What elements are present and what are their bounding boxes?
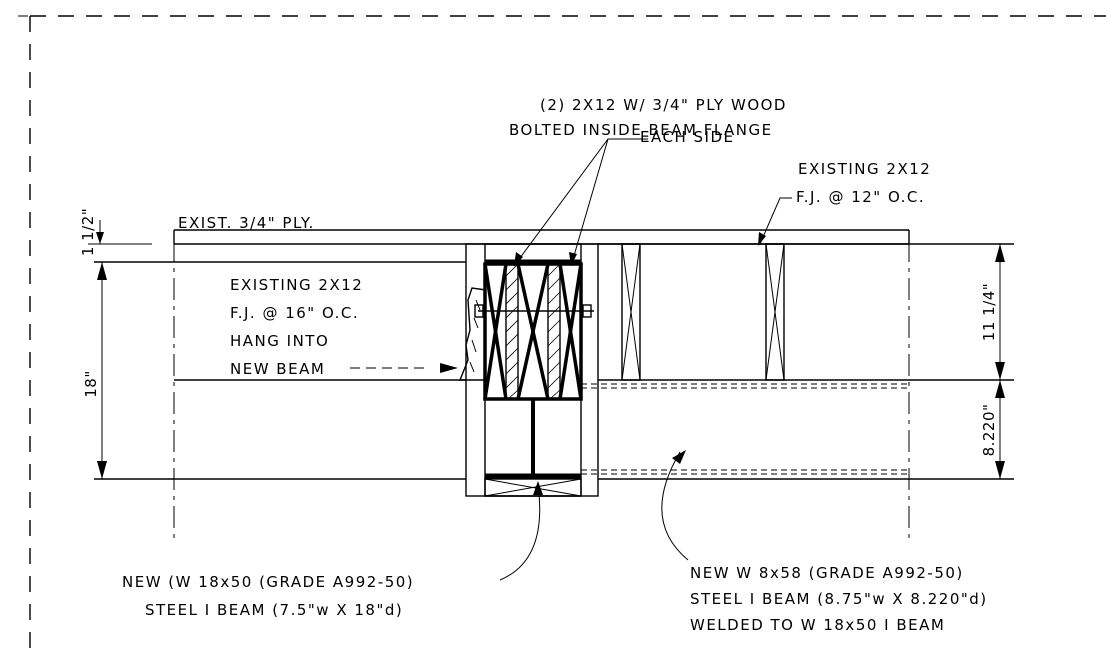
note-w8-l3: WELDED TO W 18x50 I BEAM: [690, 616, 945, 634]
dim-total-depth: 18": [82, 262, 107, 479]
dim-ply-thickness: 1 1/2": [79, 208, 152, 256]
dim-joist-depth-label: 11 1/4": [980, 283, 998, 341]
dim-joist-depth: 11 1/4": [980, 244, 1005, 380]
note-plywood-top: (2) 2X12 W/ 3/4" PLY WOOD: [540, 96, 787, 114]
note-w8-l2: STEEL I BEAM (8.75"w X 8.220"d): [690, 590, 988, 608]
dim-beam-depth-label: 8.220": [980, 404, 998, 457]
plywood-deck: [173, 229, 910, 245]
sheet-border: [18, 15, 1106, 648]
note-exist-fj-12-top: EXISTING 2X12: [798, 160, 931, 178]
note-w18-l1: NEW (W 18x50 (GRADE A992-50): [122, 573, 414, 591]
note-exist-fj-16-l4: NEW BEAM: [230, 360, 325, 378]
dim-ply-thickness-label: 1 1/2": [79, 208, 97, 256]
note-plywood-bot: EACH SIDE: [640, 128, 734, 146]
centerlines: [173, 240, 910, 540]
w8-beam-hidden-lines: [581, 383, 909, 475]
steel-i-beam: [485, 259, 581, 479]
note-exist-fj-16-l3: HANG INTO: [230, 332, 329, 350]
note-plywood-mid: BOLTED INSIDE BEAM FLANGE: [509, 121, 773, 139]
bottom-blocking: [484, 478, 582, 497]
note-exist-ply: EXIST. 3/4" PLY.: [178, 214, 315, 232]
note-exist-fj-16-l1: EXISTING 2X12: [230, 276, 363, 294]
joist-hanger: [458, 287, 487, 381]
bolt: [474, 304, 594, 318]
note-exist-fj-16-l2: F.J. @ 16" O.C.: [230, 304, 359, 322]
leaders: [350, 138, 792, 581]
blocking-2x12: [483, 262, 583, 401]
dim-beam-depth: 8.220": [980, 380, 1005, 479]
note-w8-l1: NEW W 8x58 (GRADE A992-50): [690, 564, 964, 582]
dim-total-depth-label: 18": [82, 370, 100, 398]
note-exist-fj-12-bot: F.J. @ 12" O.C.: [796, 188, 925, 206]
note-w18-l2: STEEL I BEAM (7.5"w X 18"d): [145, 601, 403, 619]
existing-joists-right: [621, 243, 785, 381]
